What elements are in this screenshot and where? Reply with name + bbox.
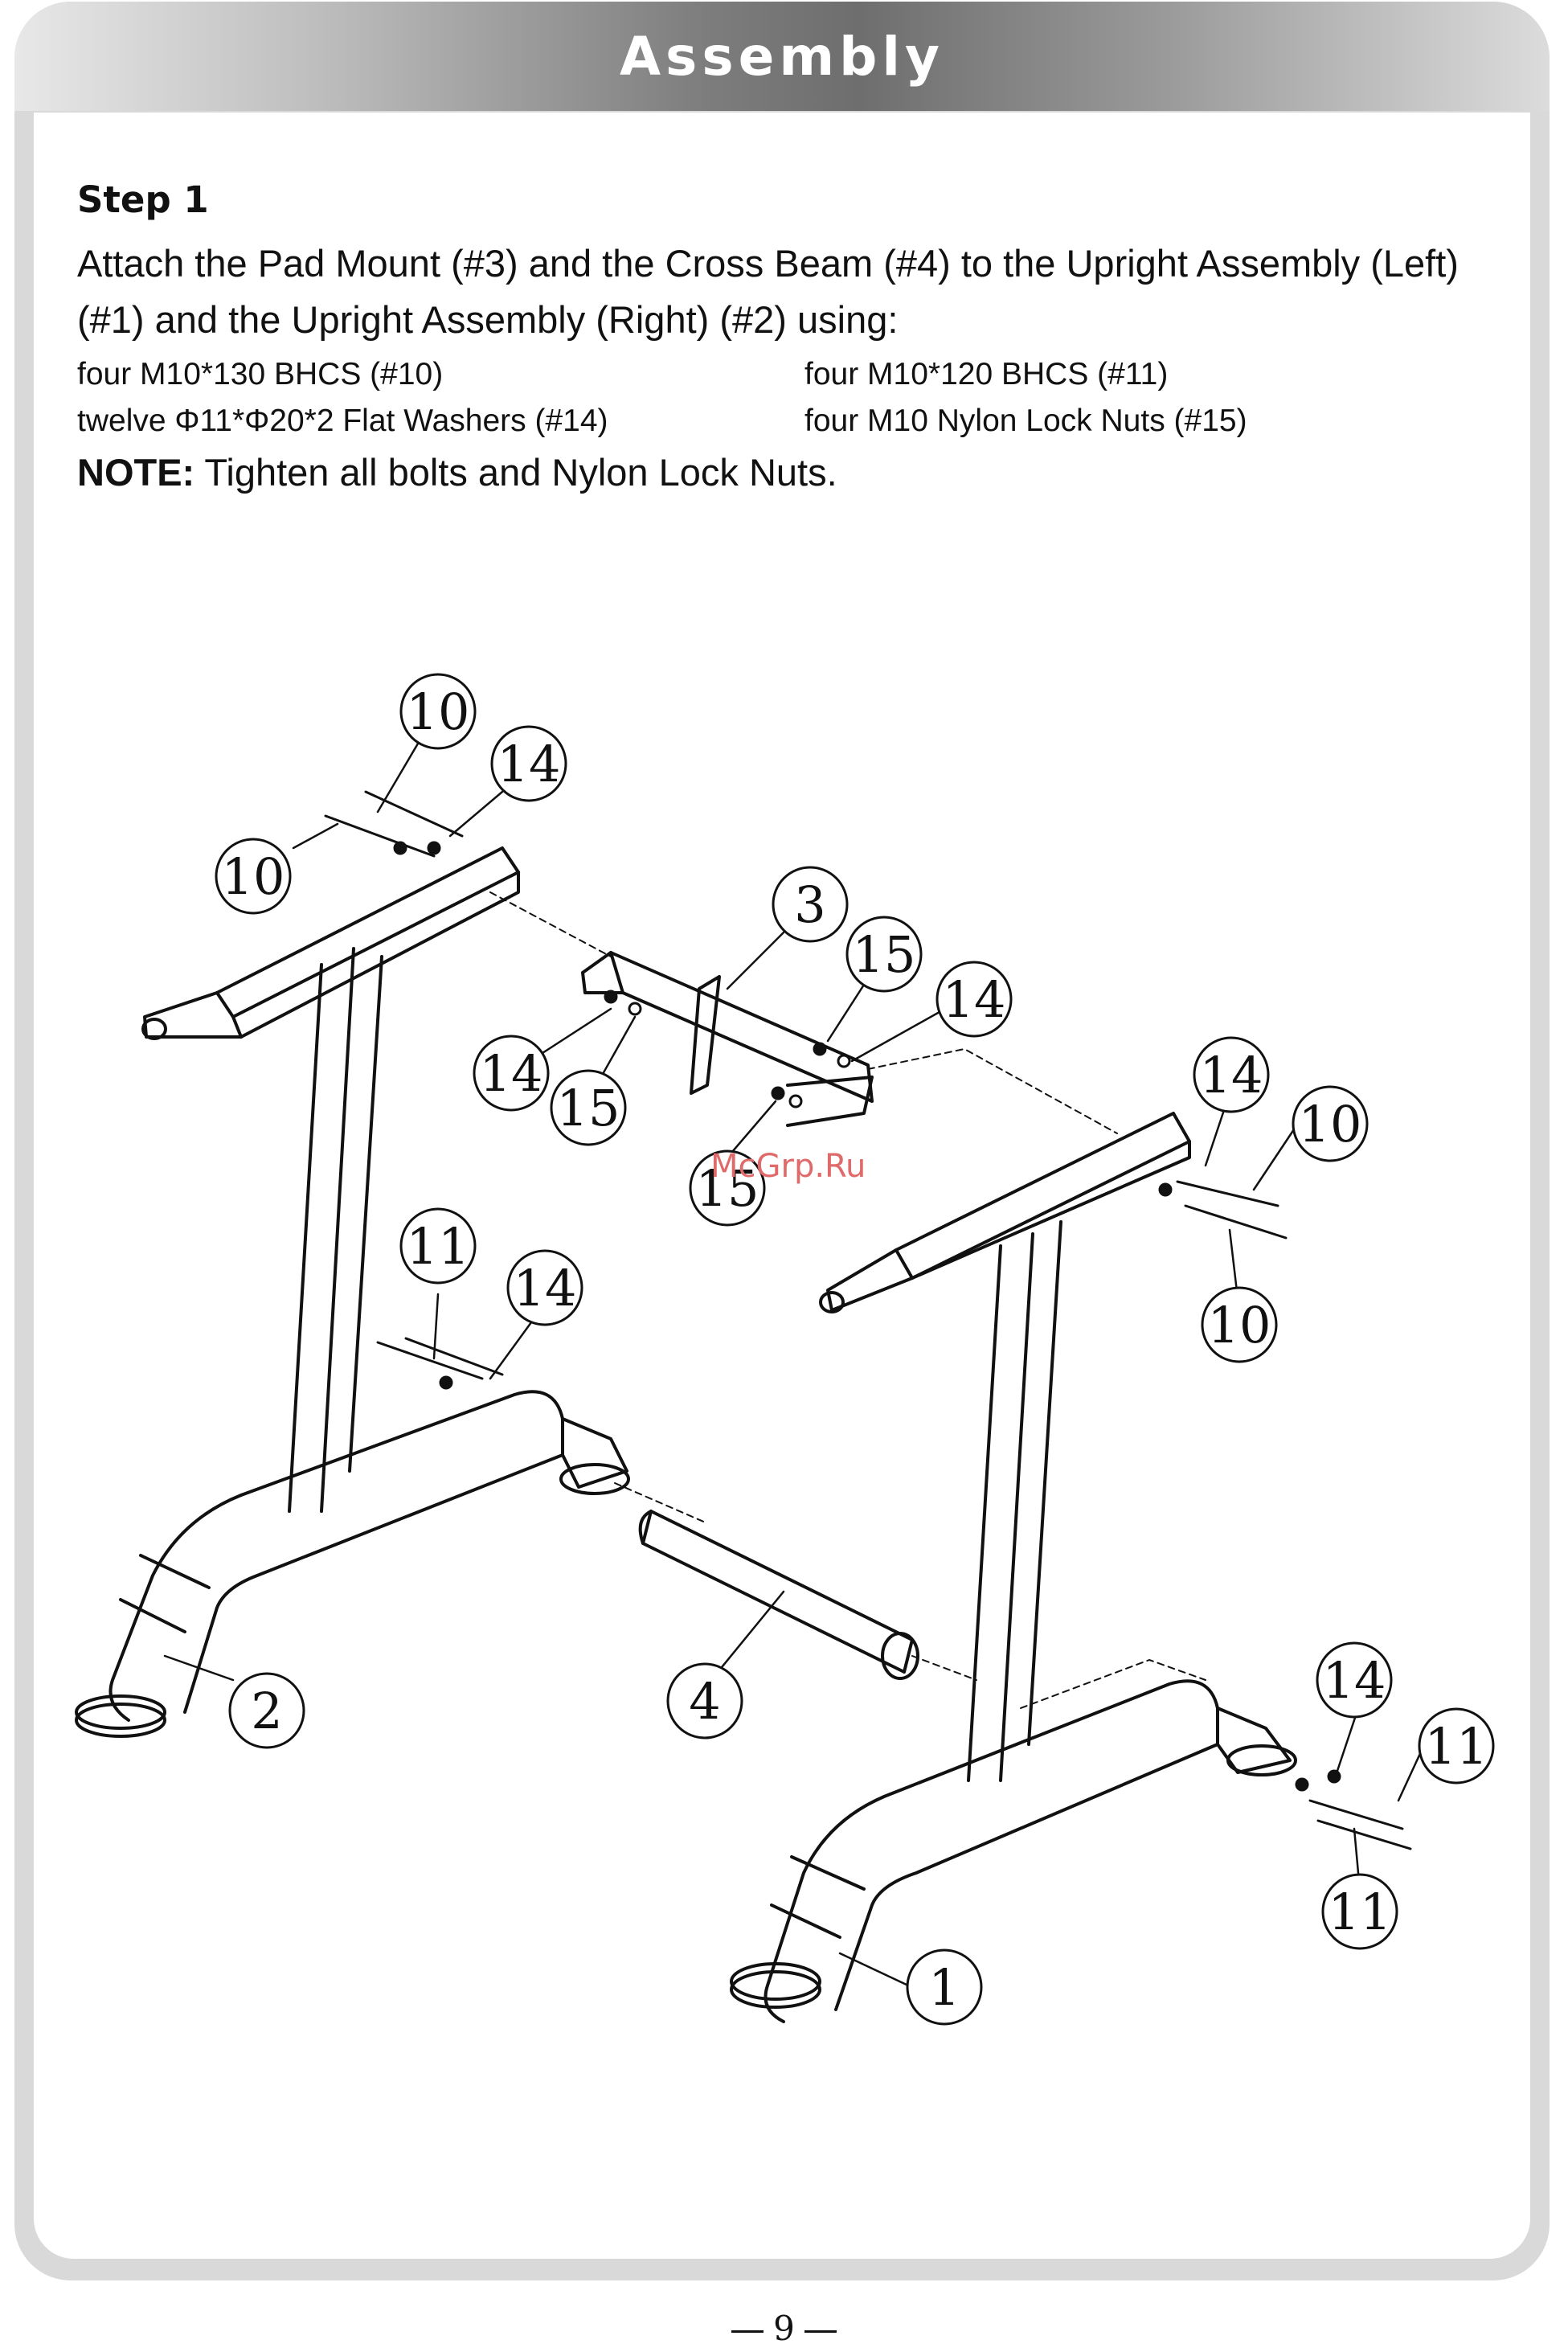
svg-text:1: 1 — [928, 1958, 960, 2017]
svg-text:14: 14 — [943, 970, 1006, 1029]
svg-text:10: 10 — [1299, 1095, 1362, 1154]
callout-1: 1 — [906, 1948, 983, 2026]
hardware-item: four M10*130 BHCS (#10) — [77, 357, 444, 391]
hardware-item: four M10 Nylon Lock Nuts (#15) — [804, 404, 1247, 438]
step-title: Step 1 — [77, 178, 209, 221]
note-text: Tighten all bolts and Nylon Lock Nuts. — [194, 451, 837, 494]
upright-right — [730, 1112, 1297, 2023]
hardware-parts — [324, 790, 1412, 1850]
svg-text:14: 14 — [497, 735, 561, 793]
hardware-list: four M10*130 BHCS (#10) four M10*120 BHC… — [77, 351, 1492, 445]
svg-text:11: 11 — [1329, 1883, 1392, 1941]
watermark: McGrp.Ru — [710, 1148, 866, 1185]
svg-text:15: 15 — [557, 1079, 620, 1137]
callout-4: 4 — [666, 1662, 743, 1739]
callout-15: 15 — [845, 916, 923, 993]
svg-text:15: 15 — [853, 925, 916, 984]
note: NOTE: Tighten all bolts and Nylon Lock N… — [77, 445, 1492, 501]
svg-text:10: 10 — [407, 682, 470, 741]
svg-text:14: 14 — [514, 1259, 577, 1317]
svg-text:4: 4 — [689, 1672, 720, 1731]
callout-11: 11 — [1321, 1873, 1398, 1950]
callout-14: 14 — [473, 1035, 550, 1112]
diagram-callouts: 10 14 10 3 15 14 14 15 14 10 15 11 14 10… — [215, 673, 1495, 2026]
callout-15: 15 — [689, 1149, 766, 1227]
svg-text:3: 3 — [794, 875, 825, 934]
page-title: Assembly — [619, 26, 945, 88]
callout-14: 14 — [506, 1249, 583, 1326]
callout-10: 10 — [1292, 1085, 1369, 1162]
svg-text:11: 11 — [1425, 1717, 1488, 1776]
callout-14: 14 — [1316, 1641, 1393, 1719]
step-instruction: Attach the Pad Mount (#3) and the Cross … — [77, 242, 1459, 341]
hardware-item: twelve Φ11*Φ20*2 Flat Washers (#14) — [77, 404, 608, 438]
callout-15: 15 — [550, 1069, 627, 1146]
svg-text:10: 10 — [222, 847, 285, 906]
svg-text:10: 10 — [1208, 1296, 1271, 1354]
callout-14: 14 — [935, 961, 1013, 1038]
page-number: 9 — [0, 2309, 1568, 2348]
svg-text:14: 14 — [480, 1044, 543, 1103]
callout-11: 11 — [1418, 1707, 1495, 1785]
svg-text:2: 2 — [251, 1682, 282, 1740]
svg-text:14: 14 — [1200, 1046, 1263, 1104]
svg-text:15: 15 — [696, 1159, 759, 1218]
instructions: Step 1 Attach the Pad Mount (#3) and the… — [77, 178, 1492, 539]
upright-left — [75, 846, 630, 1738]
page-frame: Assembly — [14, 2, 1550, 2280]
note-label: NOTE: — [77, 451, 195, 494]
callout-10: 10 — [399, 673, 477, 750]
callout-3: 3 — [772, 866, 849, 943]
callout-11: 11 — [399, 1207, 477, 1285]
hardware-item: four M10*120 BHCS (#11) — [804, 357, 1169, 391]
svg-text:11: 11 — [407, 1217, 470, 1276]
callout-14: 14 — [1193, 1036, 1270, 1113]
header-bar: Assembly — [14, 2, 1550, 111]
callout-10: 10 — [215, 838, 292, 915]
callout-14: 14 — [490, 725, 567, 802]
callout-10: 10 — [1201, 1286, 1278, 1363]
callout-2: 2 — [228, 1672, 305, 1749]
svg-text:14: 14 — [1323, 1651, 1386, 1710]
cross-beam — [638, 1510, 919, 1680]
page-body — [34, 113, 1530, 2259]
